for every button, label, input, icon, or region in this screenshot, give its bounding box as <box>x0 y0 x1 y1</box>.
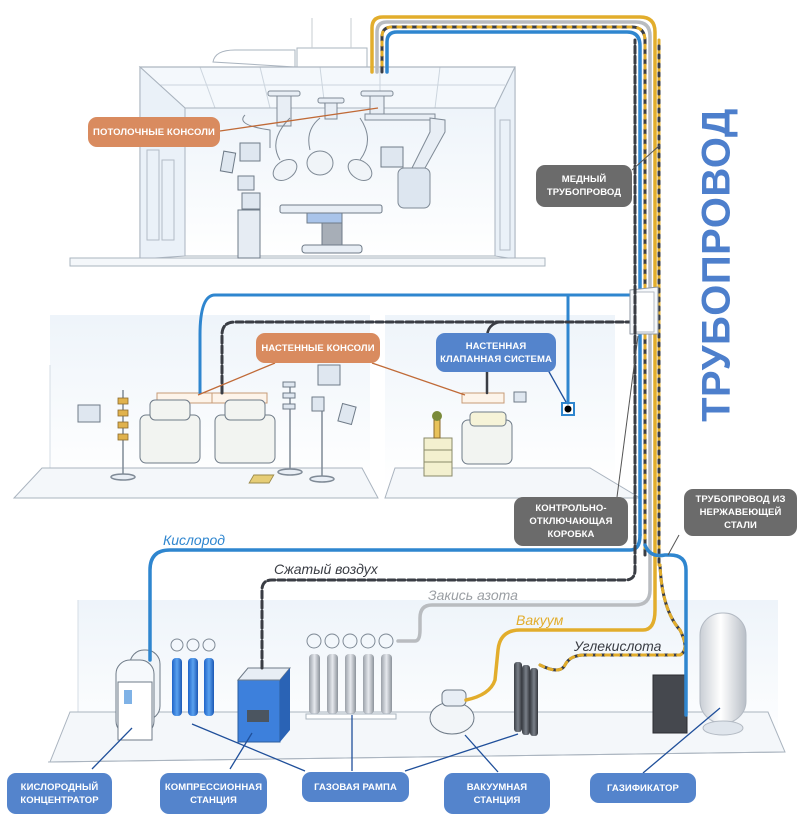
co2-cylinders <box>514 662 538 736</box>
label-wall-consoles: НАСТЕННЫЕ КОНСОЛИ <box>256 333 380 363</box>
vaporizer-illustration <box>652 674 688 734</box>
gas-label-nitrous-oxide: Закись азота <box>428 587 518 603</box>
vacuum-pump-illustration <box>429 689 475 735</box>
gas-label-co2: Углекислота <box>574 638 662 654</box>
label-ceiling-consoles: ПОТОЛОЧНЫЕ КОНСОЛИ <box>88 117 220 147</box>
gas-label-oxygen: Кислород <box>163 532 226 548</box>
label-wall-valve-system: НАСТЕННАЯ КЛАПАННАЯ СИСТЕМА <box>436 333 556 372</box>
label-compressor-station: КОМПРЕССИОННАЯ СТАНЦИЯ <box>160 773 267 814</box>
pipelines <box>148 15 688 717</box>
gas-label-compressed-air: Сжатый воздух <box>274 561 378 577</box>
cryogenic-tank <box>699 612 747 736</box>
gas-manifold-cylinders <box>305 633 397 720</box>
label-control-shutoff-box: КОНТРОЛЬНО-ОТКЛЮЧАЮЩАЯ КОРОБКА <box>514 497 628 546</box>
label-gas-manifold: ГАЗОВАЯ РАМПА <box>302 772 409 802</box>
operating-room <box>69 18 546 267</box>
compressor-illustration <box>236 667 292 743</box>
leader-lines <box>91 107 721 774</box>
label-gasifier: ГАЗИФИКАТОР <box>590 773 696 803</box>
label-oxygen-concentrator: КИСЛОРОДНЫЙ КОНЦЕНТРАТОР <box>7 773 112 814</box>
oxygen-concentrator-illustration <box>115 649 161 741</box>
gas-label-vacuum: Вакуум <box>516 612 564 628</box>
label-stainless-pipeline: ТРУБОПРОВОД ИЗ НЕРЖАВЕЮЩЕЙ СТАЛИ <box>684 489 797 536</box>
label-copper-pipeline: МЕДНЫЙ ТРУБОПРОВОД <box>536 165 632 207</box>
ward-two-beds <box>12 315 379 499</box>
title-container: ТРУБОПРОВОД <box>692 108 742 422</box>
label-vacuum-station: ВАКУУМНАЯ СТАНЦИЯ <box>444 773 550 814</box>
oxygen-cylinders <box>170 638 216 716</box>
diagram-title: ТРУБОПРОВОД <box>694 108 739 422</box>
